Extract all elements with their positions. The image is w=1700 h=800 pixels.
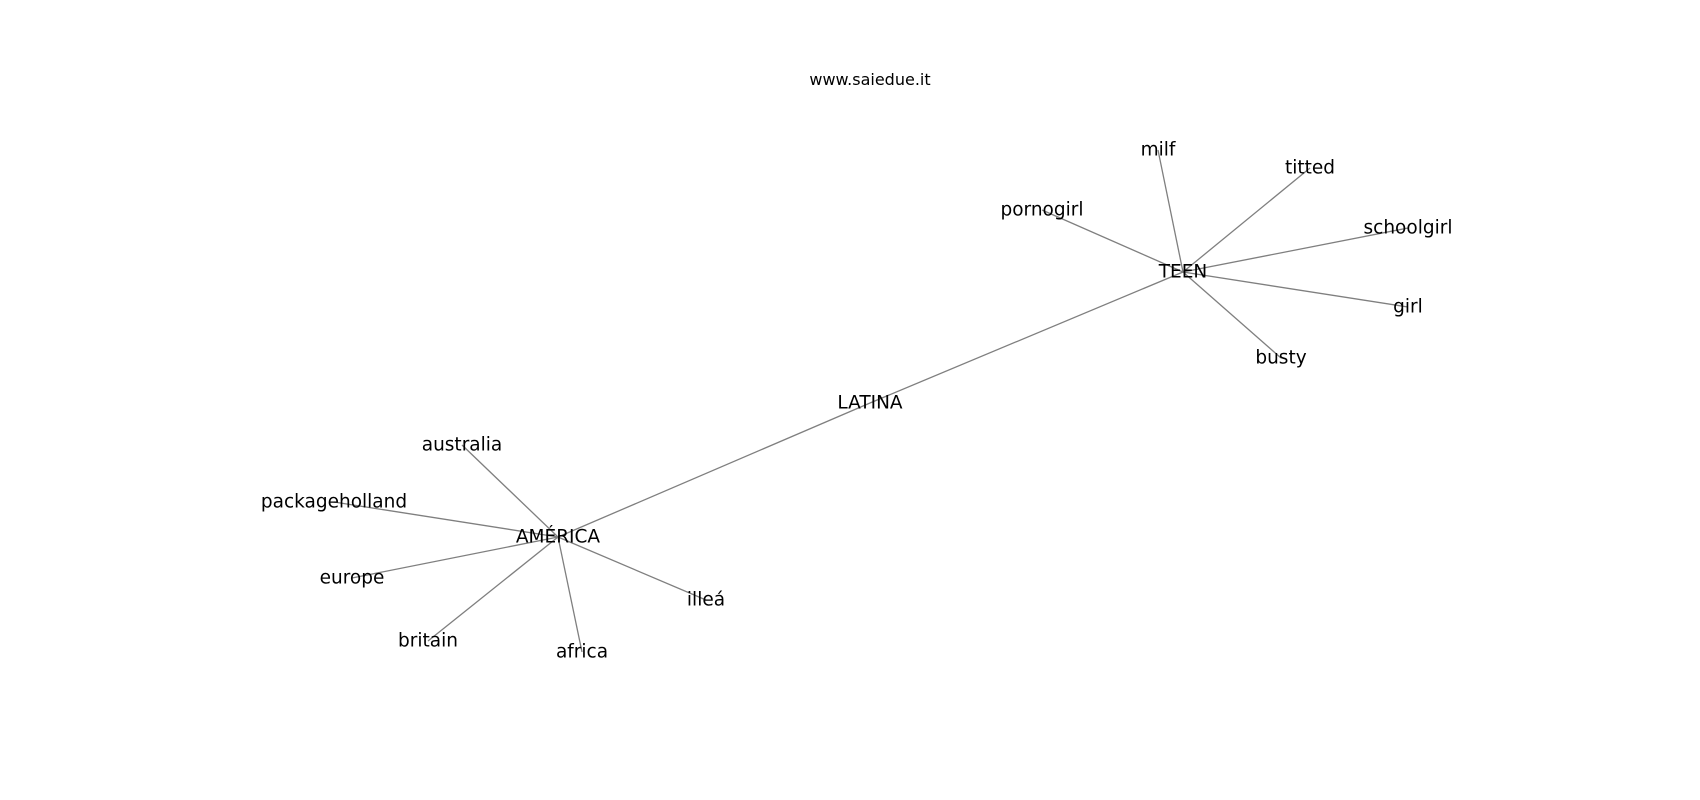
edge-america-britain (427, 536, 559, 642)
node-label-pornogirl: pornogirl (1000, 200, 1083, 221)
edge-latina-america (557, 402, 871, 538)
node-label-europe: europe (320, 568, 385, 589)
edge-america-africa (557, 536, 583, 653)
node-label-africa: africa (556, 642, 608, 663)
node-label-america: AMÉRICA (516, 526, 601, 548)
edge-teen-girl (1182, 271, 1409, 308)
diagram-title: www.saiedue.it (809, 70, 931, 89)
edge-america-europe (351, 536, 559, 579)
edge-america-packageholland (333, 501, 559, 538)
edge-latina-teen (869, 271, 1184, 404)
edge-teen-pornogirl (1041, 209, 1184, 273)
edge-teen-schoolgirl (1182, 227, 1409, 273)
edge-teen-busty (1182, 271, 1282, 359)
node-label-britain: britain (398, 631, 458, 652)
edge-america-australia (461, 444, 559, 538)
edge-america-illea (557, 536, 707, 601)
node-label-australia: australia (422, 435, 503, 456)
node-label-girl: girl (1393, 297, 1423, 318)
edges (333, 149, 1409, 653)
edge-teen-titted (1182, 167, 1311, 273)
edge-teen-milf (1157, 149, 1184, 273)
node-labels: LATINA TEEN AMÉRICA milf titted pornogirl scho… (261, 140, 1453, 663)
node-label-busty: busty (1255, 348, 1306, 369)
node-label-schoolgirl: schoolgirl (1364, 218, 1453, 239)
node-label-milf: milf (1141, 140, 1176, 161)
node-label-teen: TEEN (1158, 262, 1208, 283)
node-label-illea: illeá (687, 590, 725, 611)
node-label-titted: titted (1285, 158, 1335, 179)
node-label-packageholland: packageholland (261, 492, 407, 513)
node-label-latina: LATINA (837, 393, 903, 414)
